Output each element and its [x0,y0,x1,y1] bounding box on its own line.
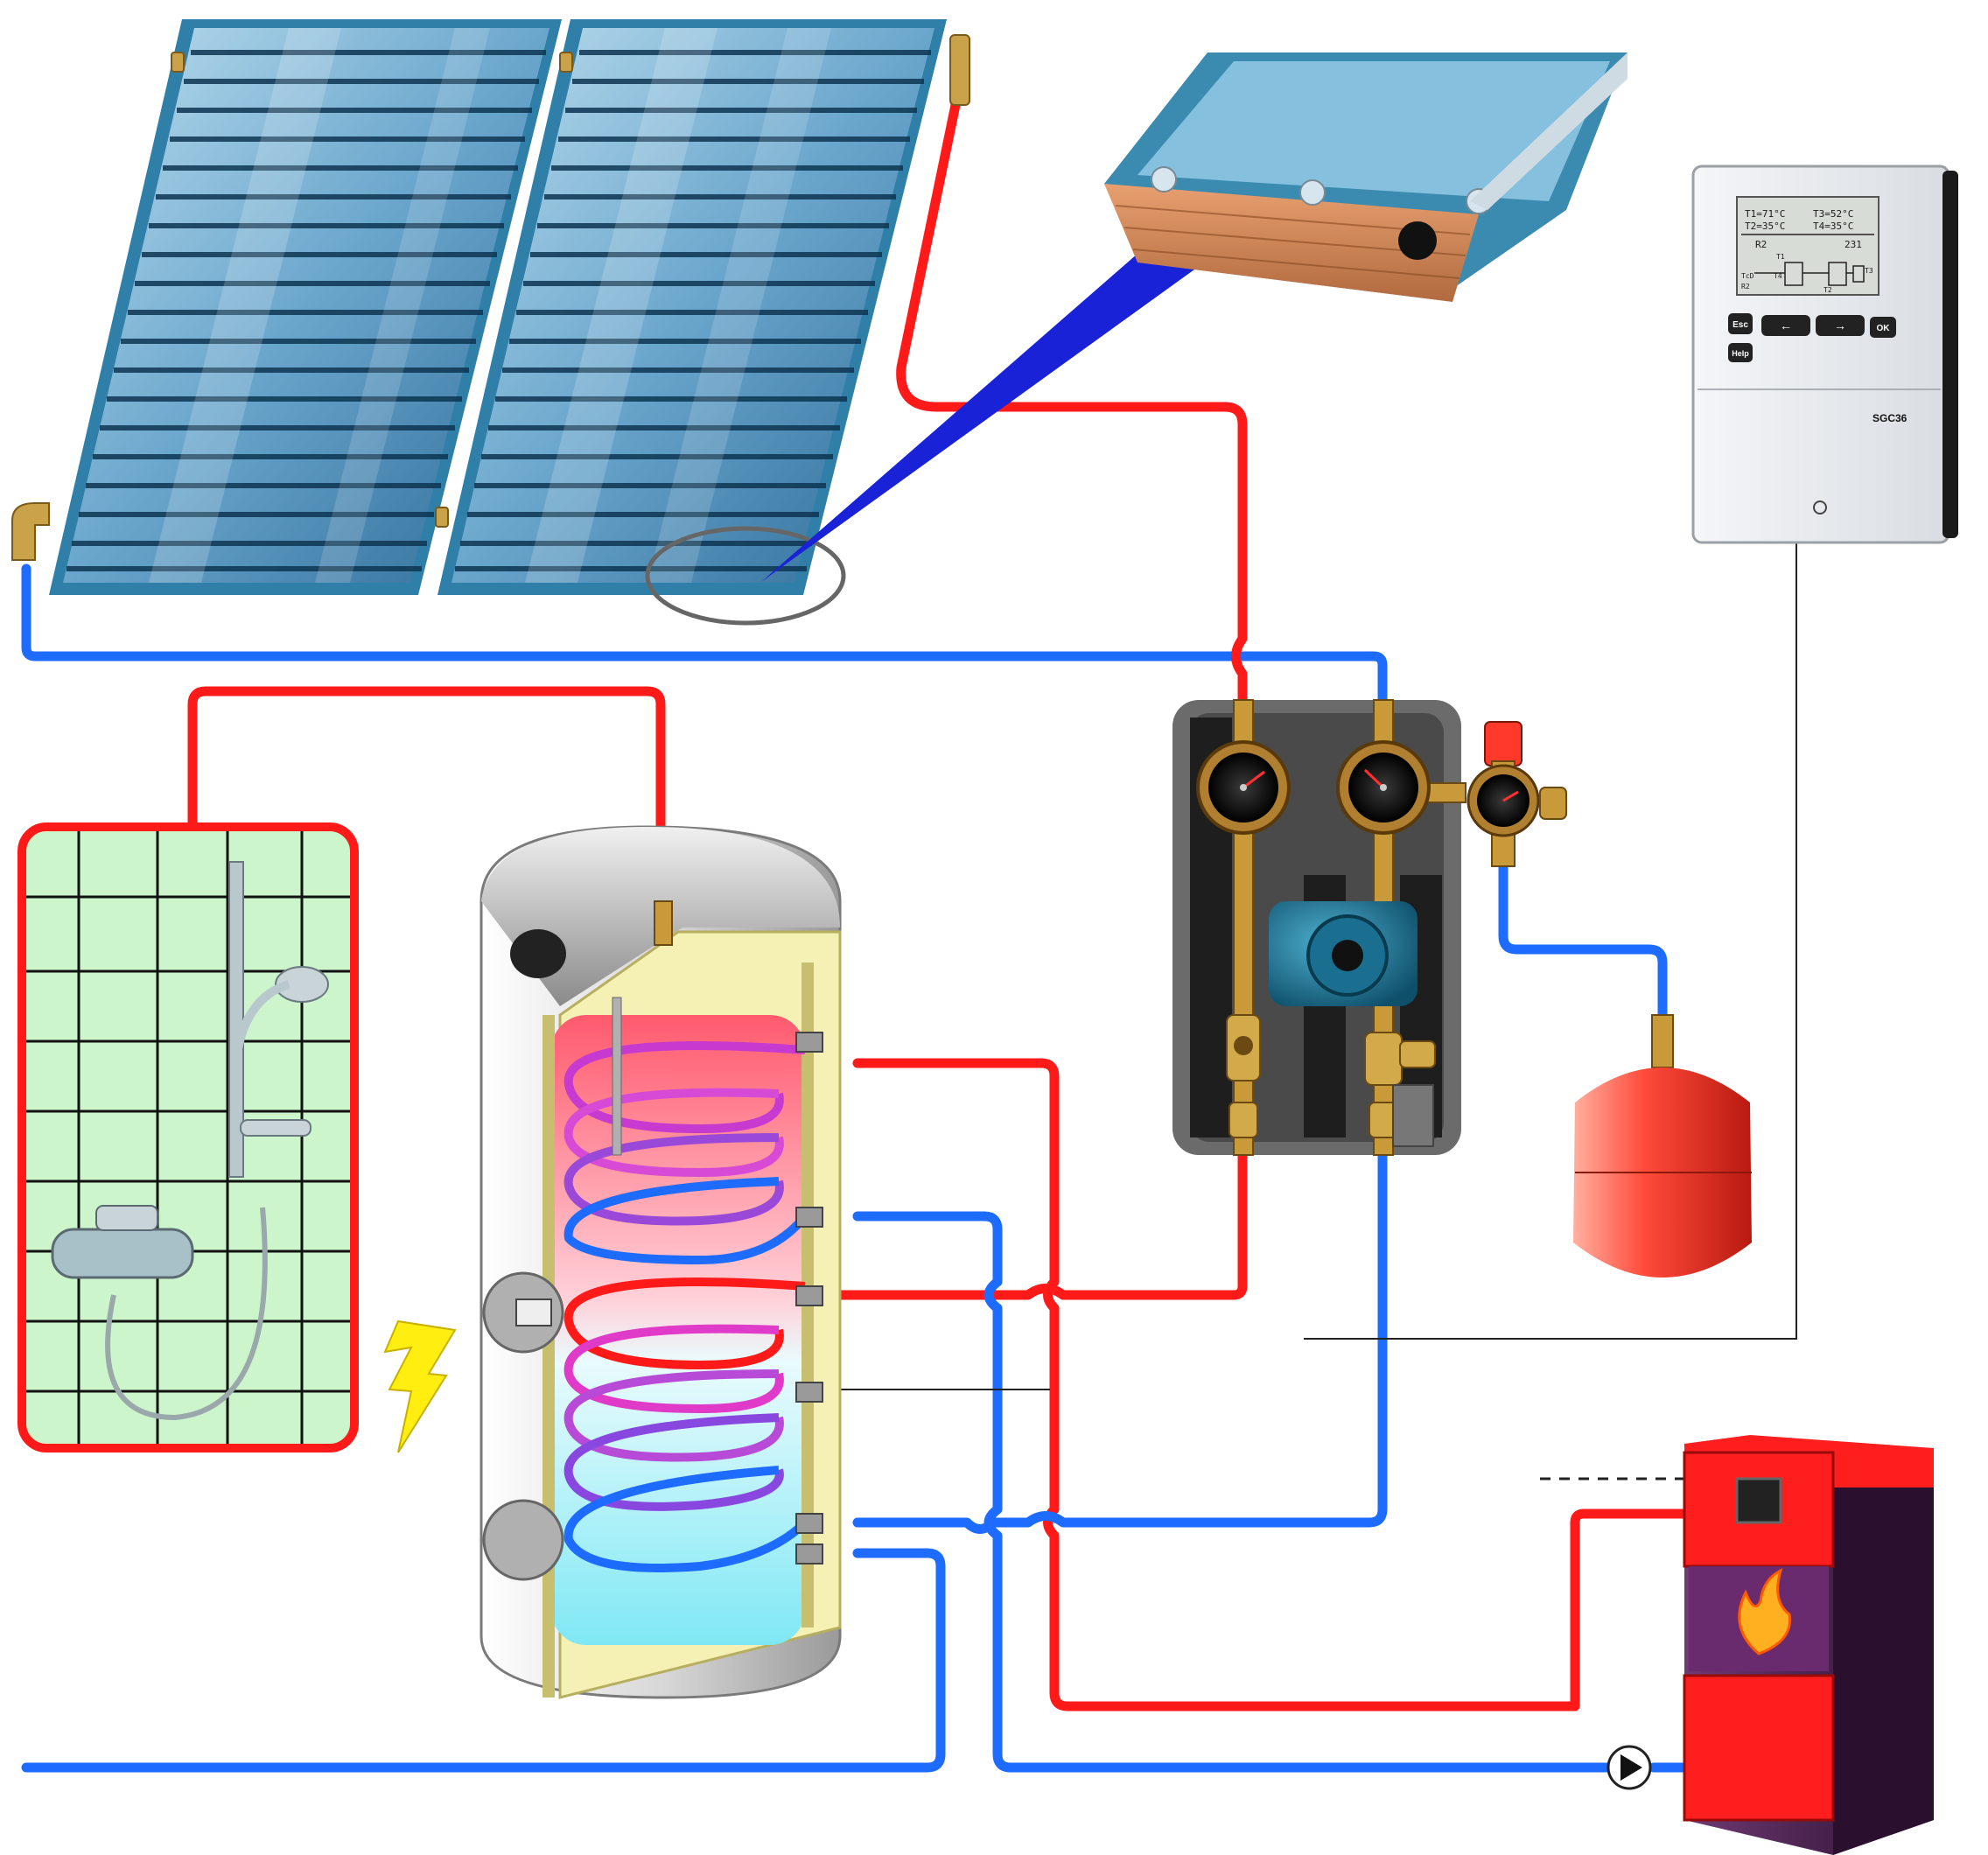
return-thermometer-gauge [1336,740,1431,835]
shower-hose [105,1207,268,1421]
shower-panel [18,822,359,1452]
left-button-label: ← [1780,318,1792,332]
left-button[interactable]: ← [1761,315,1810,336]
flame-icon [1738,1568,1792,1656]
collector-cold-pipe [21,564,1388,714]
display-line1-left: T1=71°C [1745,208,1785,220]
valves [1226,1014,1436,1138]
schema-label-2: T3 [1865,267,1873,275]
schema-label-0: T1 [1776,253,1785,261]
detail-magnifier-circle [645,526,846,626]
flow-thermometer-gauge [1196,740,1291,835]
right-button[interactable]: → [1816,315,1865,336]
display-schema [1754,262,1865,286]
tank-ports [795,1032,823,1564]
right-button-label: → [1834,318,1846,332]
brand-logo [1813,500,1827,514]
shower-mixer-icon [51,1228,194,1279]
circulator-pump [1269,901,1418,1006]
ok-button[interactable]: OK [1870,317,1896,338]
collector-hot-pipe [896,100,1248,714]
schema-label-1: T4 [1774,272,1782,280]
cold-water-inlet-pipe [21,1548,946,1773]
controller-display [1736,196,1880,296]
collector-absorber-strips [66,50,546,571]
ok-button-label: OK [1877,324,1891,333]
controller-model-label: SGC36 [1872,412,1908,424]
lower-heat-exchanger-coil [564,1278,808,1572]
schema-label-5: R2 [1741,283,1750,290]
schema-label-3: T2 [1824,286,1832,294]
help-button-label: Help [1732,349,1749,358]
expansion-vessel [1573,1014,1752,1278]
display-line2-right: T4=35°C [1813,220,1853,232]
shower-head-icon [275,966,329,1003]
esc-button-label: Esc [1732,320,1748,330]
pump-station [1172,699,1466,1156]
wood-boiler [1683,1435,1934,1855]
upper-heat-exchanger-coil [564,1041,808,1265]
collector-cross-section [1104,52,1628,302]
electric-heater [482,1271,564,1354]
solar-hot-to-tank-pipe [791,1150,1248,1300]
display-mode: R2 [1755,239,1767,250]
shower-tiles [26,831,350,1444]
display-line1-right: T3=52°C [1813,208,1853,220]
detail-beam [761,223,1216,582]
display-line2-left: T2=35°C [1745,220,1785,232]
help-button[interactable]: Help [1728,343,1753,362]
esc-button[interactable]: Esc [1728,313,1753,334]
pump-arrow-icon [1606,1745,1652,1790]
solar-collector-left [49,19,562,595]
solar-controller: T1=71°C T3=52°C T2=35°C T4=35°C R2 231 T… [1691,164,1958,544]
pipe-network [21,100,1690,1773]
schema-label-4: TcD [1741,272,1754,280]
lightning-bolt-icon [383,1320,457,1453]
storage-tank [480,825,842,1699]
expansion-vessel-pipe [1498,861,1668,1025]
display-value: 231 [1844,239,1862,250]
safety-group [1466,721,1567,867]
domestic-hot-water-pipe [187,686,666,906]
tank-mid-cold-pipe [852,1211,1615,1773]
collector-fittings [11,34,970,561]
controller-cable [1304,525,1797,1340]
solar-cold-return-pipe [852,1150,1388,1534]
collector-absorber-strips-2 [455,50,931,571]
tank-coil-hot-outlet-pipe [852,1058,1690,1712]
solar-collector-right [438,19,947,595]
